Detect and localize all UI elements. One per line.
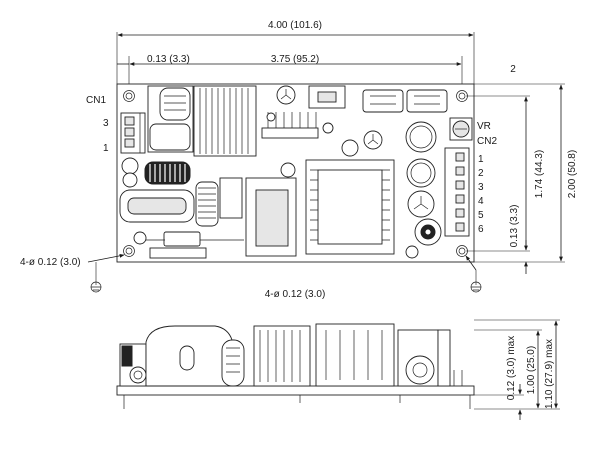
bulk-capacitor	[193, 85, 257, 157]
heatsink	[261, 112, 319, 139]
cn2-label: CN2	[477, 136, 497, 147]
ground-symbol	[90, 281, 102, 293]
cn2-pin-label: 5	[478, 210, 484, 221]
cn2-pin-label: 1	[478, 154, 484, 165]
hole-spacing-label: 3.75 (95.2)	[271, 54, 319, 65]
mounting-hole	[123, 90, 468, 257]
cn1-pin-3-label: 3	[103, 118, 109, 129]
output-capacitor	[405, 121, 437, 153]
hole-offset-label: 0.13 (3.3)	[147, 54, 190, 65]
cn2-connector	[444, 147, 470, 237]
vr-trimmer	[449, 117, 473, 141]
cn1-label: CN1	[86, 95, 106, 106]
cn1-connector	[120, 112, 146, 154]
transformer	[305, 159, 395, 255]
component-height-label: 1.00 (25.0)	[526, 346, 537, 394]
hole-callout-bottom: 4-ø 0.12 (3.0)	[265, 289, 326, 300]
transformer-side	[315, 323, 395, 387]
note-number: 2	[510, 64, 516, 75]
cn1-pin-1-label: 1	[103, 143, 109, 154]
width-dimension-label: 4.00 (101.6)	[268, 20, 322, 31]
board-standoff-label: 0.12 (3.0) max	[506, 336, 517, 400]
cn2-pin-label: 3	[478, 182, 484, 193]
top-view: 4.00 (101.6) 0.13 (3.3) 3.75 (95.2) 2 CN…	[20, 20, 578, 300]
cn2-pin-label: 6	[478, 224, 484, 235]
hole-callout-left: 4-ø 0.12 (3.0)	[20, 257, 81, 268]
hole-margin-label: 0.13 (3.3)	[509, 205, 520, 248]
hole-pitch-label: 1.74 (44.3)	[534, 150, 545, 198]
pcb-side	[116, 385, 475, 396]
height-dimension-label: 2.00 (50.8)	[567, 150, 578, 198]
total-height-label: 1.10 (27.9) max	[544, 339, 555, 409]
cn2-pin-label: 2	[478, 168, 484, 179]
side-view: 0.12 (3.0) max 1.00 (25.0) 1.10 (27.9) m…	[116, 319, 560, 420]
ground-symbol	[470, 281, 482, 293]
vr-label: VR	[477, 121, 491, 132]
cn2-pin-label: 4	[478, 196, 484, 207]
